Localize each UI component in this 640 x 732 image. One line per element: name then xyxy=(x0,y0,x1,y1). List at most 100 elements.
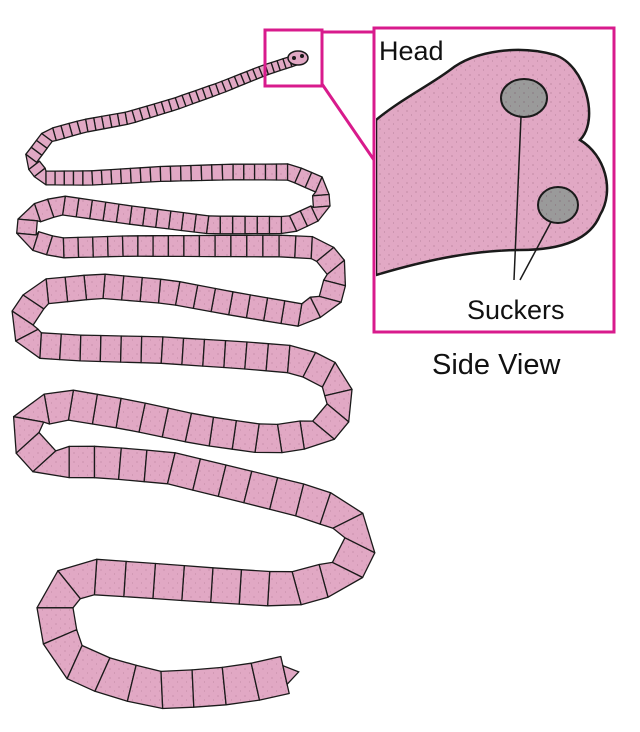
segment-stipple xyxy=(209,417,237,450)
segment-stipple xyxy=(220,216,233,234)
segment-stipple xyxy=(62,196,79,217)
segment-stipple xyxy=(92,394,121,428)
suckers-pointer-line xyxy=(519,221,552,281)
body-segment xyxy=(45,170,56,186)
body-segment xyxy=(82,170,94,186)
segment-stipple xyxy=(218,465,252,503)
segment-stipple xyxy=(211,288,233,315)
segment-stipple xyxy=(310,206,330,222)
segment-stipple xyxy=(137,235,154,257)
segment-stipple xyxy=(262,235,280,257)
segment-stipple xyxy=(168,235,184,257)
segment-stipple xyxy=(279,235,296,258)
segment-stipple xyxy=(194,214,209,234)
segment-stipple xyxy=(251,656,290,701)
segment-stipple xyxy=(123,561,156,599)
segment-stipple xyxy=(118,448,147,482)
segment-stipple xyxy=(84,274,106,300)
segment-stipple xyxy=(141,336,163,364)
segment-stipple xyxy=(94,657,137,702)
scolex-sucker-dot xyxy=(292,56,296,60)
body-segment xyxy=(54,170,65,186)
segment-stipple xyxy=(289,210,308,232)
segment-stipple xyxy=(312,403,349,440)
segment-stipple xyxy=(63,237,79,258)
segment-stipple xyxy=(32,231,53,255)
segment-stipple xyxy=(199,235,216,257)
segment-stipple xyxy=(319,280,346,303)
segment-stipple xyxy=(152,563,185,601)
segment-stipple xyxy=(206,215,221,234)
segment-stipple xyxy=(298,297,321,327)
segment-stipple xyxy=(89,200,106,221)
segment-stipple xyxy=(127,665,163,709)
segment-stipple xyxy=(162,408,192,442)
segment-stipple xyxy=(303,352,336,388)
segment-stipple xyxy=(78,237,94,258)
body-segment xyxy=(190,164,203,182)
suckers-label: Suckers xyxy=(467,295,565,325)
segment-stipple xyxy=(142,207,158,228)
segment-stipple xyxy=(161,669,194,709)
segment-stipple xyxy=(320,492,363,529)
segment-stipple xyxy=(243,164,255,180)
segment-stipple xyxy=(139,403,169,437)
head-highlight-box xyxy=(263,28,324,88)
segment-stipple xyxy=(215,235,231,257)
segment-stipple xyxy=(129,206,145,226)
segment-stipple xyxy=(181,338,205,367)
segment-stipple xyxy=(232,420,260,453)
segment-stipple xyxy=(69,446,95,478)
segment-stipple xyxy=(230,235,247,257)
tail-tip xyxy=(281,664,300,686)
segment-stipple xyxy=(68,390,98,424)
segment-stipple xyxy=(281,215,297,234)
segment-stipple xyxy=(183,235,200,257)
segment-stipple xyxy=(246,294,268,321)
segment-stipple xyxy=(300,206,318,227)
segment-stipple xyxy=(107,236,124,257)
segment-stipple xyxy=(92,236,109,258)
segment-stipple xyxy=(39,332,62,360)
inset-frame xyxy=(372,26,616,334)
body-segment xyxy=(211,163,224,181)
segment-stipple xyxy=(23,278,49,309)
segment-stipple xyxy=(287,345,316,377)
body-segment xyxy=(110,168,123,185)
segment-stipple xyxy=(243,471,278,510)
side-view-label: Side View xyxy=(432,349,561,381)
segment-stipple xyxy=(44,390,74,424)
segment-stipple xyxy=(168,211,184,231)
segment-stipple xyxy=(295,484,331,525)
segment-stipple xyxy=(223,340,247,369)
segment-stipple xyxy=(16,231,39,251)
body-segment xyxy=(63,170,75,186)
segment-stipple xyxy=(305,172,323,192)
segment-stipple xyxy=(59,334,81,361)
segment-stipple xyxy=(15,329,42,359)
segment-stipple xyxy=(16,219,38,235)
segment-stipple xyxy=(266,343,290,373)
segment-stipple xyxy=(294,168,312,188)
segment-stipple xyxy=(46,277,68,304)
segment-stipple xyxy=(13,416,44,454)
segment-stipple xyxy=(323,260,346,286)
segment-stipple xyxy=(65,275,87,302)
segment-stipple xyxy=(140,277,161,303)
segment-stipple xyxy=(103,274,124,300)
segment-stipple xyxy=(116,398,146,433)
scolex-sucker-dot xyxy=(300,54,304,58)
segment-stipple xyxy=(294,235,313,259)
segment-stipple xyxy=(202,339,226,368)
segment-stipple xyxy=(254,164,266,180)
segment-stipple xyxy=(239,569,270,606)
segment-stipple xyxy=(181,212,197,232)
segment-stipple xyxy=(292,564,328,605)
segment-stipple xyxy=(246,235,263,257)
segment-stipple xyxy=(232,216,245,234)
segment-stipple xyxy=(287,163,302,183)
segment-stipple xyxy=(37,607,77,644)
tapeworm-scolex xyxy=(287,50,309,66)
segment-stipple xyxy=(32,446,70,478)
segment-stipple xyxy=(265,164,277,180)
